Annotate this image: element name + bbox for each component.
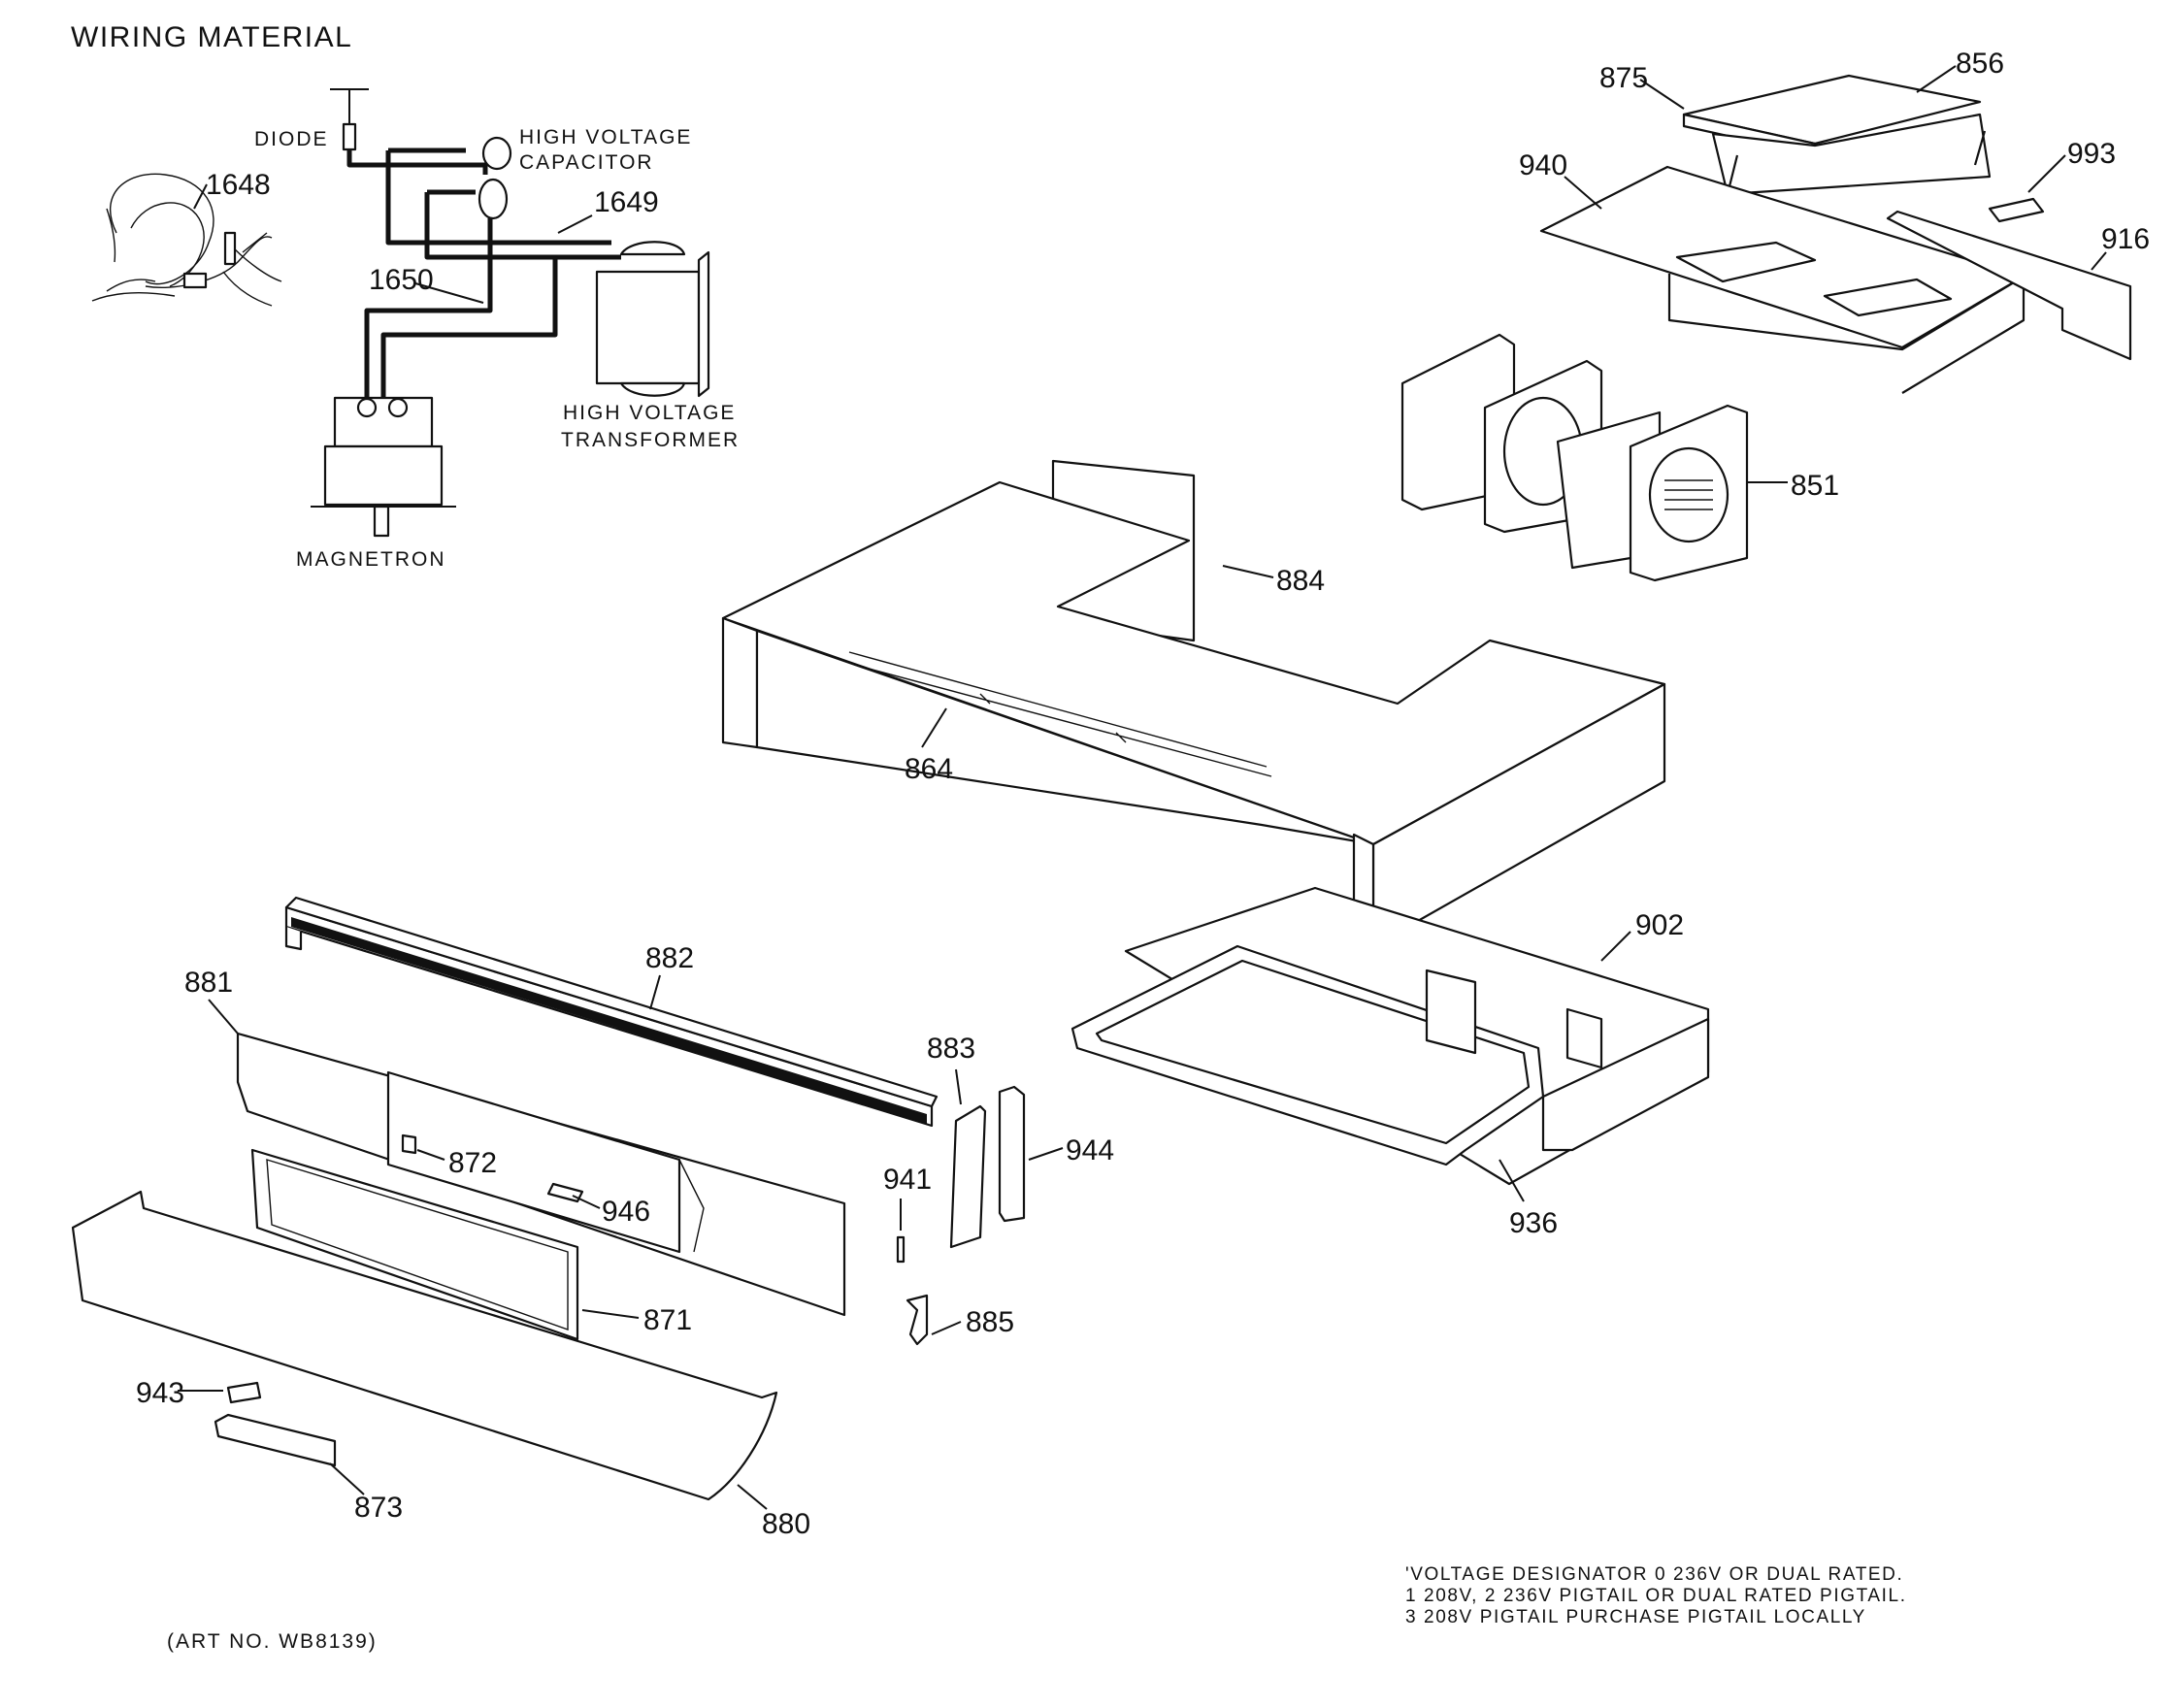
capacitor-label-line1: HIGH VOLTAGE [519,126,692,148]
part-1649-label: 1649 [594,186,659,218]
part-940-label: 940 [1519,149,1567,181]
part-916-strip [1886,210,2132,361]
part-941-label: 941 [883,1164,932,1196]
part-884-label: 884 [1276,565,1325,597]
footnote-line-1: 'VOLTAGE DESIGNATOR 0 236V OR DUAL RATED… [1405,1564,1903,1585]
part-902-label: 902 [1635,909,1684,941]
part-856-cover [1682,74,1992,196]
leader-856 [1916,65,1957,93]
leader-1650 [414,282,484,304]
capacitor-label-line2: CAPACITOR [519,151,654,174]
part-864-housing [721,459,1666,948]
part-885-label: 885 [966,1306,1014,1338]
part-880-front-cover [71,1190,778,1501]
part-872-label: 872 [448,1147,497,1179]
magnetron-wires [364,218,558,398]
leader-993 [2027,154,2066,193]
wire-harness-1648 [91,173,282,307]
part-993 [1988,197,2045,223]
part-883-end-cap [949,1104,987,1249]
leader-902 [1600,931,1631,962]
part-943-label: 943 [136,1377,184,1409]
part-916-label: 916 [2101,223,2150,255]
part-940-top-plate [1539,165,2026,394]
leader-1648 [193,183,208,210]
art-number: (ART NO. WB8139) [167,1630,378,1653]
diode [330,88,488,175]
part-882-rail [284,896,939,1128]
transformer-label-line1: HIGH VOLTAGE [563,402,736,424]
part-873-handle [214,1413,337,1467]
leader-884 [1222,565,1274,578]
footnote-line-2: 1 208V, 2 236V PIGTAIL OR DUAL RATED PIG… [1405,1586,1907,1606]
diode-label: DIODE [254,128,329,150]
part-880-label: 880 [762,1508,810,1540]
part-882-label: 882 [645,942,694,974]
part-941-spring [896,1235,906,1264]
part-864-label: 864 [905,753,953,785]
magnetron-label: MAGNETRON [296,548,446,571]
part-851-label: 851 [1791,470,1839,502]
part-946-label: 946 [602,1196,650,1228]
leader-916 [2091,251,2107,271]
leader-883 [955,1068,962,1105]
leader-946 [572,1195,601,1209]
leader-881 [208,999,239,1035]
part-871-glass [250,1148,579,1341]
part-943 [226,1381,262,1404]
leader-1649 [557,214,593,234]
high-voltage-transformer [595,241,710,398]
part-851-blower [1400,333,1749,582]
magnetron [311,396,456,538]
leader-940 [1564,176,1602,210]
footnote-line-3: 3 208V PIGTAIL PURCHASE PIGTAIL LOCALLY [1405,1607,1866,1627]
leader-871 [581,1309,640,1319]
leader-880 [737,1484,768,1510]
part-856-label: 856 [1956,48,2004,80]
leader-936 [1499,1159,1525,1202]
part-885-latch [906,1294,929,1346]
part-936-label: 936 [1509,1207,1558,1239]
transformer-label-line2: TRANSFORMER [561,429,740,451]
leader-882 [649,974,661,1010]
leader-873 [329,1462,365,1495]
part-1650-label: 1650 [369,264,434,296]
part-1648-label: 1648 [206,169,271,201]
wiring-material-title: WIRING MATERIAL [71,21,352,53]
part-881-label: 881 [184,967,233,999]
leader-872 [416,1149,445,1161]
part-883-label: 883 [927,1033,975,1065]
part-993-label: 993 [2067,138,2116,170]
leader-885 [931,1321,962,1335]
part-944-bracket [998,1085,1026,1223]
part-873-label: 873 [354,1492,403,1524]
part-875-label: 875 [1599,62,1648,94]
leader-864 [921,707,947,748]
part-944-label: 944 [1066,1134,1114,1166]
leader-944 [1028,1147,1064,1161]
leader-875 [1639,79,1685,110]
part-871-label: 871 [643,1304,692,1336]
part-902-tray [1071,886,1710,1186]
